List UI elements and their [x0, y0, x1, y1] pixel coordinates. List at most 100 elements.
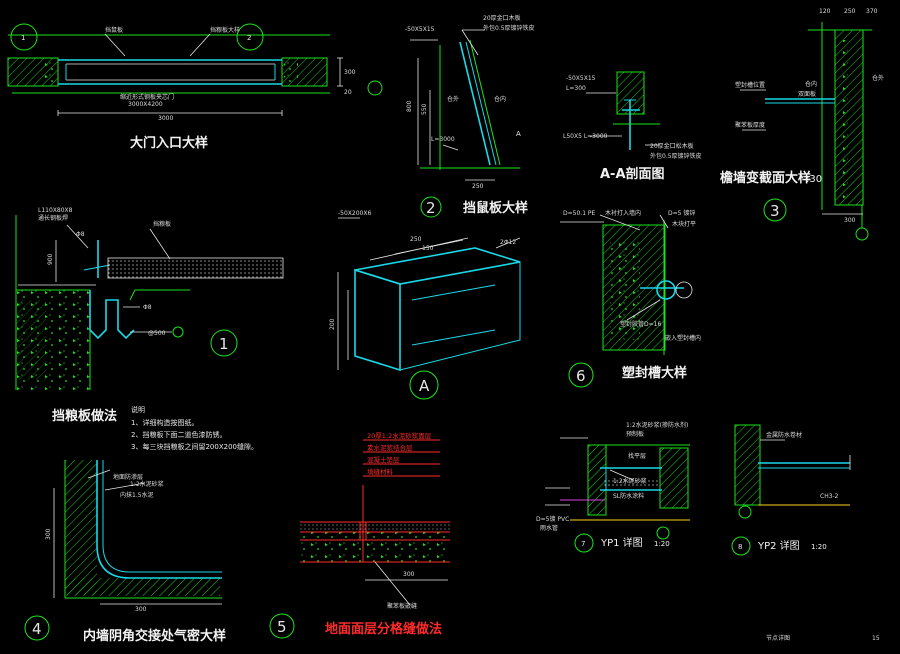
grain-label-4: Φ8 [76, 231, 85, 238]
detail-yp1: 1:2水泥砂浆(掺防水剂) 预制板 找平层 1:2水泥砂浆 SL防水涂料 D=5… [536, 421, 690, 553]
title-inner-corner: 内墙阴角交接处气密大样 [83, 628, 226, 644]
corner-dim-1: 300 [45, 528, 52, 540]
title-door: 大门入口大样 [130, 135, 208, 151]
num-4: 4 [32, 620, 42, 638]
rat-label-6: 仓内 [494, 95, 506, 103]
grain-label-3: 挡粮板 [153, 220, 171, 228]
note-3: 3、每三块挡粮板之间留200X200缝隙。 [131, 442, 258, 451]
door-dim-3: 300 [344, 69, 356, 76]
note-2: 2、挡粮板下面二道色漆防锈。 [131, 430, 226, 439]
door-dim-1: 3000X4200 [128, 101, 163, 108]
aa-label-5: 外包0.5厚镀锌铁皮 [650, 152, 702, 160]
floor-label-4: 填缝材料 [367, 467, 394, 476]
num-1: 1 [219, 335, 229, 353]
eave-label-5: 仓外 [872, 74, 884, 82]
sheet-title: 节点详图 [766, 634, 790, 642]
floor-label-5: 聚苯板嵌缝 [387, 602, 417, 610]
door-dim-4: 20 [344, 89, 352, 96]
corner-dim-2: 300 [135, 606, 147, 613]
plate-label-1: -50X200X6 [338, 210, 371, 217]
detail-seal-groove: D=50.1 PE 木衬打入墙内 D=5 镀锌 木块打平 塑封胶管D=16 嵌入… [560, 209, 701, 388]
door-label-1: 挡鼠板 [105, 26, 123, 34]
yp1-label-1: 1:2水泥砂浆(掺防水剂) [626, 421, 688, 429]
title-floor-joint: 地面面层分格缝做法 [325, 621, 442, 637]
eave-dim-4: 370 [866, 8, 878, 15]
seal-label-6: 嵌入塑封槽内 [665, 334, 701, 342]
num-6: 6 [576, 367, 586, 385]
grain-dim-1: 900 [47, 253, 54, 265]
num-7: 7 [581, 540, 585, 548]
yp2-label-1: 金属防水卷材 [766, 431, 802, 439]
seal-label-1: D=50.1 PE [563, 210, 596, 217]
yp1-label-6: D=5镀 PVC [536, 515, 569, 523]
detail-floor-joint: 20厚1:2水泥砂浆面层 素水泥浆结合层 混凝土垫层 填缝材料 聚苯板嵌缝 30… [269, 431, 450, 639]
seal-label-5: 塑封胶管D=16 [620, 320, 661, 328]
num-3: 3 [770, 202, 780, 220]
eave-label-3: 聚苯板厚度 [735, 121, 765, 129]
door-label-2: 挡粮板大样 [210, 26, 240, 34]
corner-label-3: 内抹1.5水泥 [120, 491, 154, 499]
detail-yp2: 金属防水卷材 CH3-2 8 YP2 详图 1:20 [731, 424, 851, 556]
rat-label-4: L=3000 [431, 136, 455, 143]
title-eave-wall-scale: :30 [806, 174, 822, 185]
eave-label-2: 双面板 [798, 90, 816, 98]
detail-inner-corner: 地面防渗层 1:2水泥砂浆 内抹1.5水泥 300 300 4 内墙阴角交接处气… [24, 460, 226, 644]
rat-label-5: 仓外 [447, 95, 459, 103]
rat-dim-3: 250 [472, 183, 484, 190]
floor-label-1: 20厚1:2水泥砂浆面层 [367, 431, 432, 440]
detail-grain-board: L110X80X8 通长钢板焊 挡粮板 Φ8 Φ8 @500 900 1 挡粮板… [15, 207, 284, 424]
rat-label-1: 20厚金口木板 [483, 14, 521, 22]
title-rat-board: 挡鼠板大样 [463, 200, 528, 216]
corner-label-1: 地面防渗层 [113, 473, 143, 481]
title-yp1: YP1 详图 [600, 536, 643, 549]
title-yp2: YP2 详图 [757, 539, 800, 552]
rat-label-3: -50X5X15 [405, 26, 435, 33]
yp1-label-4: 1:2水泥砂浆 [613, 477, 647, 485]
door-dim-2: 3000 [158, 115, 173, 122]
detail-section-aa: -50X5X15 L=300 L50X5 L=3000 20厚金口松木板 外包0… [563, 71, 702, 182]
yp1-label-5: SL防水涂料 [613, 492, 644, 500]
num-8: 8 [738, 543, 742, 551]
page-number: 15 [872, 635, 880, 642]
notes-block: 说明 1、详细构造按图纸。 2、挡粮板下面二道色漆防锈。 3、每三块挡粮板之间留… [131, 405, 258, 451]
grain-label-2: 通长钢板焊 [38, 214, 68, 222]
eave-label-1: 塑封槽位置 [735, 81, 765, 89]
num-2: 2 [426, 199, 436, 217]
yp1-label-3: 找平层 [628, 452, 646, 460]
title-seal-groove: 塑封槽大样 [622, 365, 687, 381]
detail-rat-board: 20厚金口木板 外包0.5厚镀锌铁皮 -50X5X15 L=3000 仓外 仓内… [405, 14, 535, 218]
yp1-label-2: 预制板 [626, 430, 644, 438]
title-yp1-scale: 1:20 [654, 540, 670, 548]
rat-label-2: 外包0.5厚镀锌铁皮 [483, 24, 535, 32]
detail-door-entrance: 1 2 挡鼠板 挡粮板大样 缩近形式钢板夹芯门 3000X4200 3000 3… [7, 23, 383, 151]
floor-label-2: 素水泥浆结合层 [367, 443, 413, 452]
aa-label-1: -50X5X15 [566, 75, 596, 82]
rat-dim-2: 550 [421, 103, 428, 115]
floor-label-3: 混凝土垫层 [367, 455, 400, 464]
floor-dim-1: 300 [403, 571, 415, 578]
note-1: 1、详细构造按图纸。 [131, 418, 198, 427]
seal-label-4: 木块打平 [672, 220, 696, 228]
aa-label-2: L=300 [566, 85, 586, 92]
title-section-aa: A-A剖面图 [600, 166, 665, 182]
ref-bubble-2-text: 2 [247, 34, 251, 42]
ref-bubble-1-text: 1 [21, 34, 25, 42]
detail-eave-wall: 120 250 300 370 塑封槽位置 双面板 聚苯板厚度 仓内 仓外 檐墙… [720, 8, 884, 241]
aa-label-4: 20厚金口松木板 [650, 142, 694, 150]
yp1-label-7: 雨水管 [540, 524, 558, 532]
eave-label-4: 仓内 [805, 80, 817, 88]
seal-label-3: D=5 镀锌 [668, 209, 695, 217]
ref-bubble-2 [236, 23, 264, 51]
detail-plate-a: -50X200X6 250 150 2Φ12 200 A [329, 210, 521, 400]
plate-dim-2: 150 [422, 245, 434, 252]
eave-dim-1: 120 [819, 8, 831, 15]
num-a: A [419, 377, 430, 395]
door-label-3: 缩近形式钢板夹芯门 [120, 93, 174, 101]
yp2-label-2: CH3-2 [820, 493, 839, 500]
aa-label-3: L50X5 L=3000 [563, 133, 608, 140]
eave-dim-2: 250 [844, 8, 856, 15]
grain-label-5: Φ8 [143, 304, 152, 311]
plate-dim-4: 200 [329, 318, 336, 330]
grain-label-1: L110X80X8 [38, 207, 73, 214]
plate-dim-1: 250 [410, 236, 422, 243]
